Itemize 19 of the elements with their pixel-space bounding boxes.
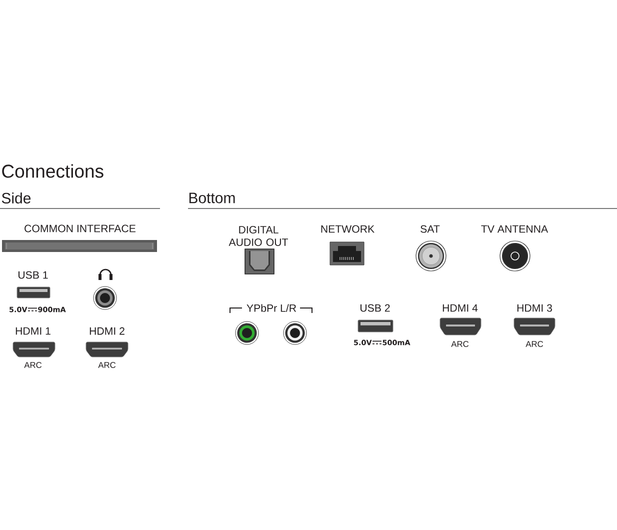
section-heading: Side — [2, 192, 31, 204]
port-label: TV ANTENNA — [481, 225, 548, 233]
port-note: ARC — [451, 341, 469, 347]
port-label: YPbPr L/R — [246, 304, 296, 312]
port-label: USB 1 — [18, 271, 48, 279]
section-heading: Bottom — [189, 192, 235, 204]
port-label: HDMI 3 — [517, 304, 552, 312]
port-label: DIGITAL AUDIO OUT — [228, 226, 288, 246]
port-label: HDMI 2 — [90, 327, 124, 335]
title: Connections — [2, 164, 104, 178]
port-label: COMMON INTERFACE — [24, 224, 136, 232]
port-label: HDMI 1 — [16, 327, 50, 335]
port-note: ARC — [98, 362, 116, 368]
port-label: USB 2 — [360, 304, 390, 312]
port-note: ARC — [24, 362, 42, 368]
port-label: NETWORK — [321, 225, 374, 233]
port-label: SAT — [420, 225, 440, 233]
port-note: ARC — [526, 341, 544, 347]
port-label: HDMI 4 — [442, 304, 478, 312]
